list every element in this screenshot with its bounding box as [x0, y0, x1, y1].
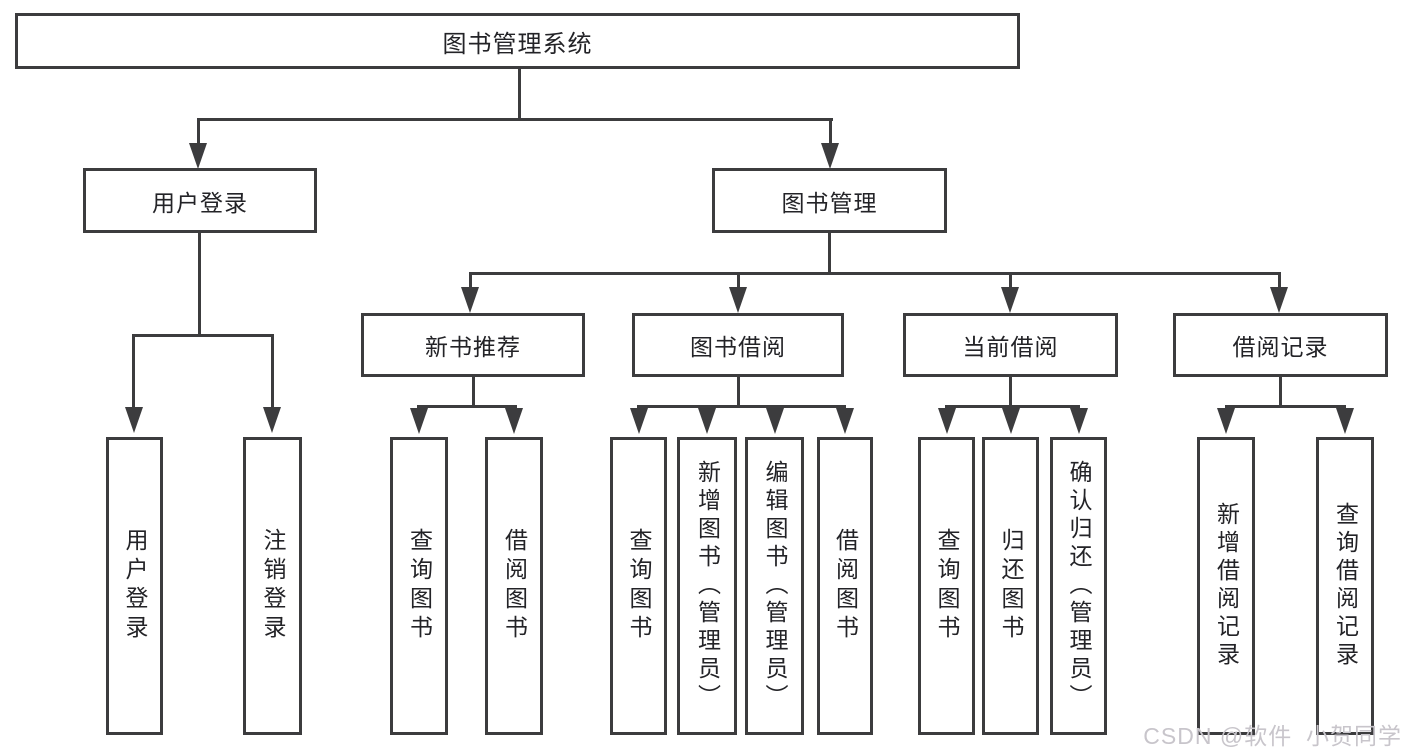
leaf-return-book: 归还图书	[982, 437, 1039, 735]
connector-root-left-drop	[197, 118, 200, 145]
connector-root-right-drop	[829, 118, 832, 145]
connector-current-borrow-hline	[945, 405, 1080, 408]
arrowhead-cb-return	[1002, 408, 1020, 434]
leaf-edit-book-admin: 编辑图书（管理员）	[745, 437, 804, 735]
connector-book-mgmt-stem	[828, 232, 831, 275]
leaf-add-borrow-record: 新增借阅记录	[1197, 437, 1255, 735]
leaf-user-login: 用户登录	[106, 437, 163, 735]
arrowhead-book-borrow	[729, 287, 747, 313]
connector-book-mgmt-hline	[469, 272, 1281, 275]
arrowhead-cb-confirm	[1070, 408, 1088, 434]
leaf-confirm-return-admin: 确认归还（管理员）	[1050, 437, 1107, 735]
connector-user-login-hline	[132, 334, 274, 337]
leaf-query-book-recommend: 查询图书	[390, 437, 448, 735]
connector-current-borrow-stem	[1009, 377, 1012, 408]
leaf-borrow-book: 借阅图书	[817, 437, 873, 735]
node-user-login: 用户登录	[83, 168, 317, 233]
node-library-management-system: 图书管理系统	[15, 13, 1020, 69]
node-current-borrow: 当前借阅	[903, 313, 1118, 377]
leaf-query-book-current: 查询图书	[918, 437, 975, 735]
connector-book-borrow-stem	[737, 377, 740, 408]
node-new-book-recommend: 新书推荐	[361, 313, 585, 377]
connector-user-login-stem	[198, 233, 201, 336]
connector-root-stem	[518, 67, 521, 120]
connector-book-mgmt-drop4	[1278, 272, 1281, 289]
connector-root-hline	[197, 118, 833, 121]
node-book-borrow: 图书借阅	[632, 313, 844, 377]
arrowhead-new-book-recommend	[461, 287, 479, 313]
node-borrow-record: 借阅记录	[1173, 313, 1388, 377]
arrowhead-nb-query	[410, 408, 428, 434]
arrowhead-cb-query	[938, 408, 956, 434]
arrowhead-borrow-record	[1270, 287, 1288, 313]
arrowhead-user-login	[189, 143, 207, 169]
connector-borrow-record-stem	[1279, 375, 1282, 408]
arrowhead-leaf-logout	[263, 407, 281, 433]
connector-book-mgmt-drop3	[1009, 272, 1012, 289]
connector-new-book-hline	[417, 405, 517, 408]
arrowhead-bb-borrow	[836, 408, 854, 434]
arrowhead-br-add	[1217, 408, 1235, 434]
connector-book-mgmt-drop2	[737, 272, 740, 289]
connector-book-mgmt-drop1	[469, 272, 472, 289]
leaf-add-book-admin: 新增图书（管理员）	[677, 437, 737, 735]
arrowhead-br-query	[1336, 408, 1354, 434]
arrowhead-book-management	[821, 143, 839, 169]
arrowhead-bb-edit	[766, 408, 784, 434]
connector-book-borrow-hline	[637, 405, 846, 408]
connector-borrow-record-hline	[1225, 405, 1346, 408]
connector-new-book-stem	[472, 377, 475, 408]
connector-user-login-drop1	[132, 334, 135, 408]
connector-user-login-drop2	[271, 334, 274, 408]
leaf-query-borrow-record: 查询借阅记录	[1316, 437, 1374, 735]
arrowhead-current-borrow	[1001, 287, 1019, 313]
leaf-query-book-borrow: 查询图书	[610, 437, 667, 735]
csdn-watermark: CSDN @软件_小贺同学	[1143, 723, 1402, 747]
node-book-management: 图书管理	[712, 168, 947, 233]
leaf-borrow-book-recommend: 借阅图书	[485, 437, 543, 735]
arrowhead-leaf-user-login	[125, 407, 143, 433]
leaf-logout: 注销登录	[243, 437, 302, 735]
arrowhead-bb-add	[698, 408, 716, 434]
arrowhead-bb-query	[630, 408, 648, 434]
arrowhead-nb-borrow	[505, 408, 523, 434]
